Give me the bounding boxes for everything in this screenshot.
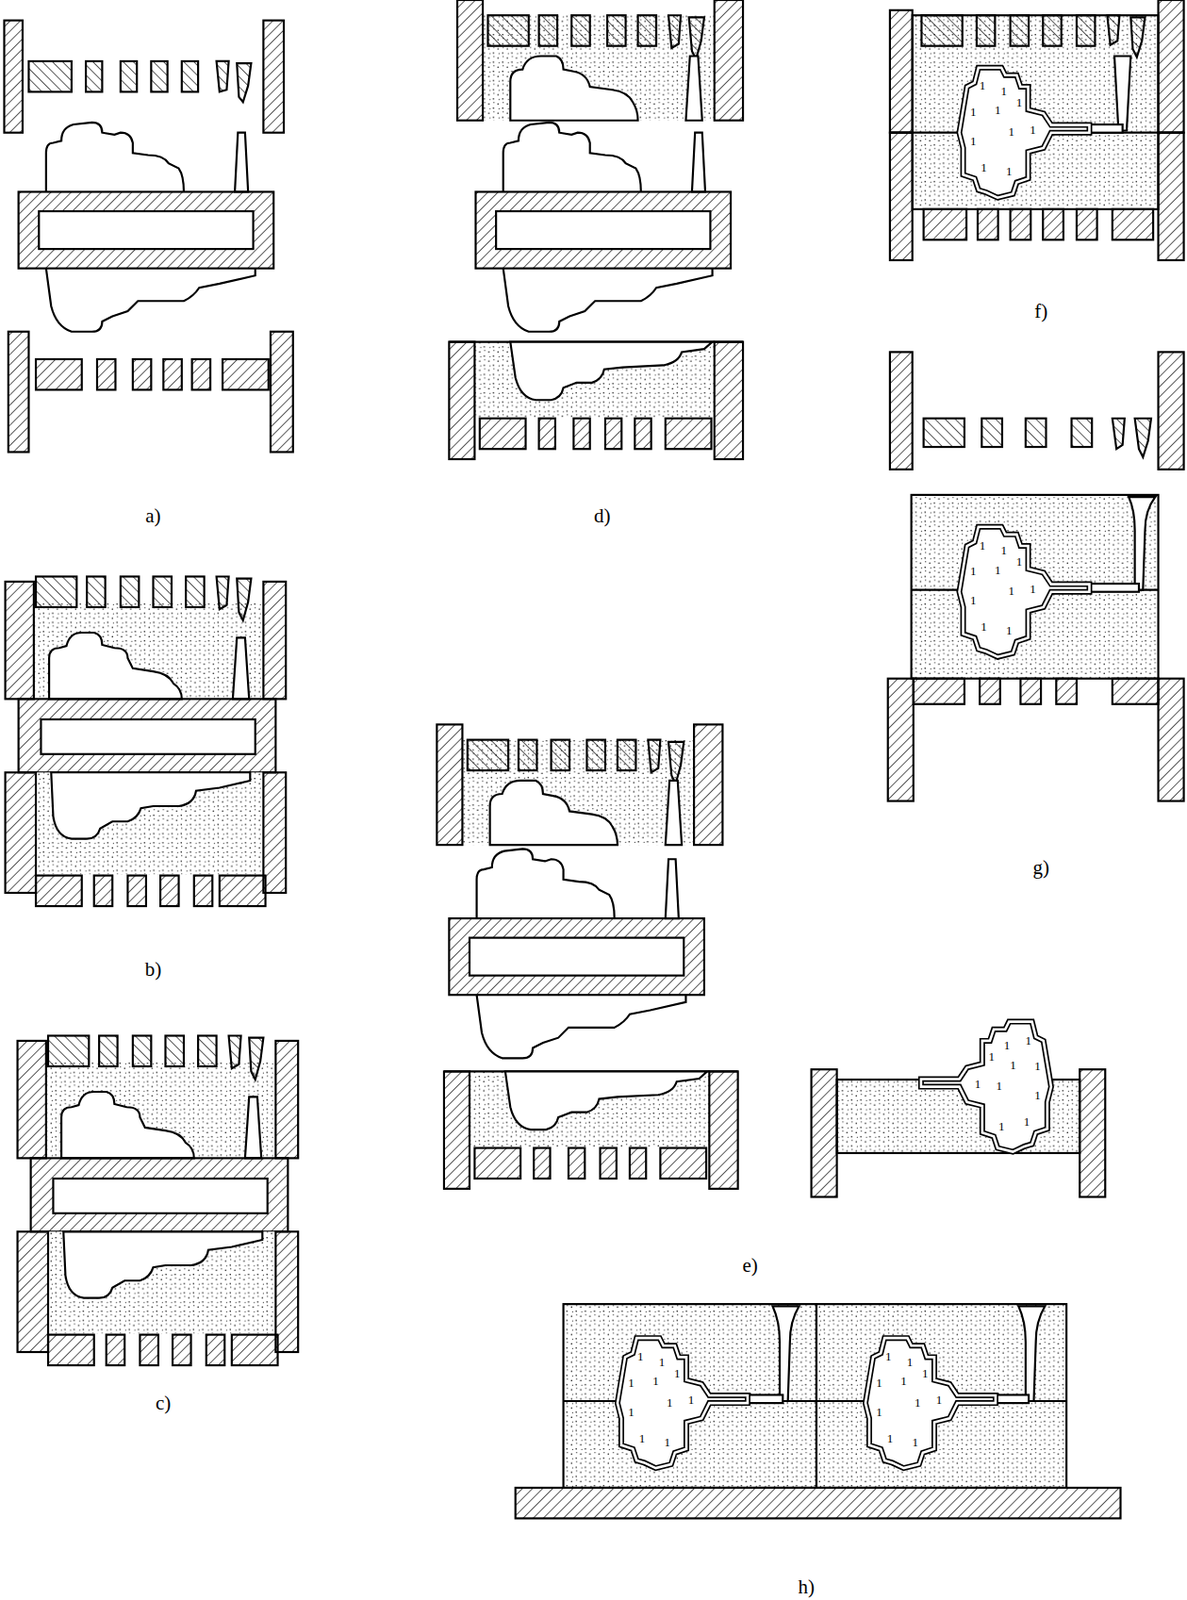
callout-number: 1	[936, 1393, 943, 1406]
panel-caption: d)	[593, 505, 611, 526]
callout-number: 1	[998, 1119, 1006, 1132]
callout-number: 1	[666, 1395, 674, 1408]
callout-number: 1	[674, 1367, 681, 1380]
callout-number: 1	[1034, 1088, 1041, 1102]
callout-number: 1	[652, 1374, 660, 1387]
callout-number: 1	[639, 1432, 646, 1445]
callout-number: 1	[979, 538, 987, 551]
callout-number: 1	[659, 1354, 666, 1368]
callout-number: 1	[988, 1050, 995, 1063]
panel-caption: a)	[145, 505, 161, 526]
callout-number: 1	[1008, 584, 1016, 597]
callout-number: 1	[906, 1354, 914, 1368]
callout-number: 1	[914, 1395, 922, 1408]
callout-number: 1	[970, 593, 977, 606]
panel-c	[17, 1036, 299, 1367]
callout-number: 1	[627, 1404, 635, 1418]
callout-number: 1	[980, 161, 988, 174]
panel-g	[888, 351, 1185, 801]
callout-number: 1	[1029, 581, 1037, 594]
panel-e	[436, 724, 1105, 1197]
callout-number: 1	[1024, 1033, 1032, 1046]
callout-number: 1	[970, 104, 977, 117]
callout-number: 1	[663, 1435, 671, 1449]
callout-number: 1	[980, 620, 988, 633]
callout-number: 1	[1034, 1059, 1041, 1072]
callout-number: 1	[688, 1393, 695, 1406]
panel-caption: c)	[155, 1393, 171, 1414]
callout-number: 1	[1000, 544, 1007, 557]
panel-caption: h)	[797, 1577, 815, 1598]
callout-number: 1	[1000, 84, 1007, 98]
panel-caption: e)	[741, 1255, 758, 1276]
callout-number: 1	[875, 1375, 883, 1388]
callout-number: 1	[1023, 1115, 1031, 1128]
callout-number: 1	[637, 1350, 644, 1363]
callout-number: 1	[885, 1350, 892, 1363]
callout-number: 1	[875, 1404, 883, 1418]
callout-number: 1	[996, 1079, 1004, 1092]
panel-d	[448, 0, 743, 460]
callout-number: 1	[974, 1076, 982, 1089]
callout-number: 1	[970, 133, 977, 147]
callout-number: 1	[979, 79, 987, 92]
panel-h	[515, 1303, 1122, 1518]
callout-number: 1	[994, 562, 1002, 576]
callout-number: 1	[887, 1432, 894, 1445]
callout-number: 1	[912, 1435, 920, 1449]
callout-number: 1	[970, 564, 977, 578]
panel-caption: f)	[1034, 301, 1048, 322]
callout-number: 1	[1005, 164, 1013, 178]
callout-number: 1	[900, 1374, 907, 1387]
callout-number: 1	[1005, 624, 1013, 637]
callout-number: 1	[1029, 122, 1037, 135]
panel-caption: b)	[145, 959, 163, 980]
panel-a	[3, 20, 293, 453]
callout-number: 1	[1004, 1038, 1011, 1052]
callout-number: 1	[1016, 555, 1023, 568]
panel-caption: g)	[1032, 857, 1050, 878]
callout-number: 1	[922, 1367, 929, 1380]
callout-number: 1	[1008, 125, 1016, 138]
panel-f	[890, 0, 1185, 261]
callout-number: 1	[1016, 96, 1023, 109]
panel-b	[5, 576, 287, 907]
callout-number: 1	[994, 103, 1002, 116]
callout-number: 1	[627, 1375, 635, 1388]
callout-number: 1	[1009, 1057, 1017, 1071]
